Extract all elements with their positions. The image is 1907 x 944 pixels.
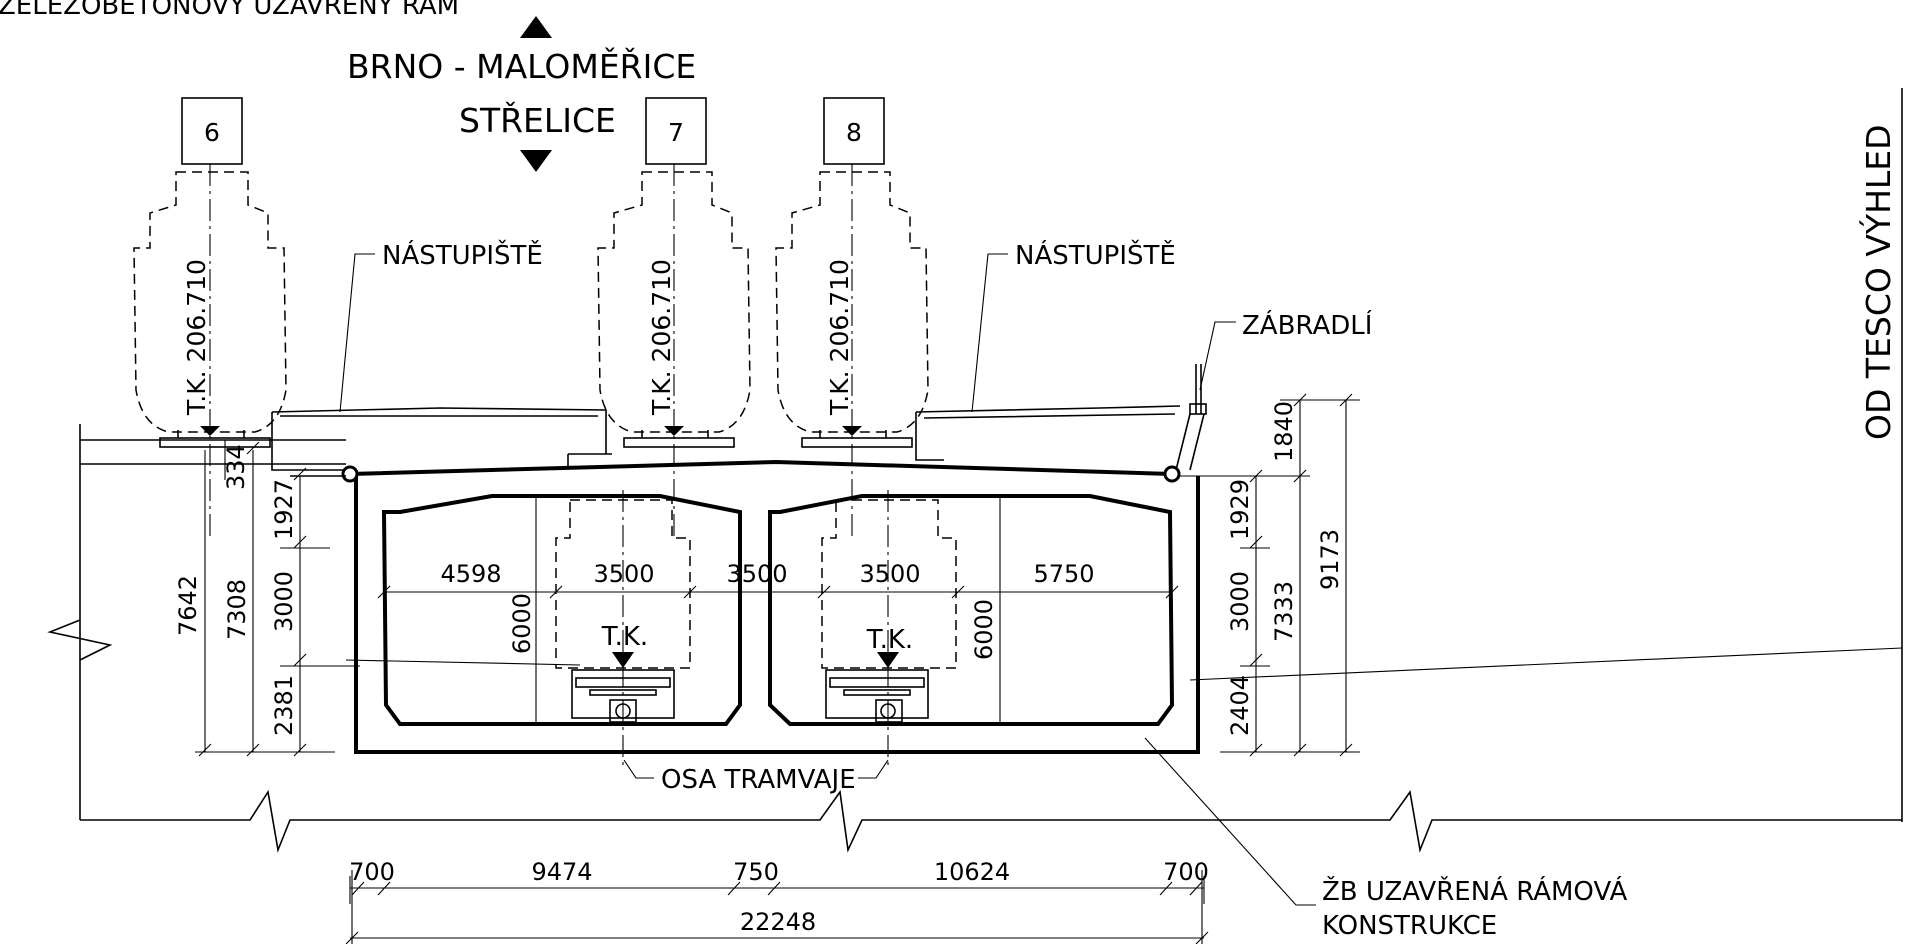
vehicle-gauge-track-7: [597, 164, 751, 540]
left-dim-chains: [195, 440, 360, 757]
track-level-label-7: T.K. 206.710: [647, 259, 676, 416]
dim-9173: 9173: [1316, 529, 1344, 590]
railing-leader: [1199, 321, 1236, 391]
dim-5750: 5750: [1033, 560, 1094, 588]
track-level-label-8: T.K. 206.710: [825, 259, 854, 416]
platform-left: [271, 407, 612, 471]
track-number-label: 6: [204, 118, 220, 147]
track-number-6: 6: [181, 97, 243, 165]
dim-9474: 9474: [531, 858, 592, 886]
dim-1927: 1927: [270, 479, 298, 540]
structure-label-line1: ŽB UZAVŘENÁ RÁMOVÁ: [1322, 875, 1628, 907]
dim-2381: 2381: [270, 675, 298, 736]
arrow-down-icon: [520, 150, 552, 172]
dim-7642: 7642: [174, 575, 202, 636]
drawing-title: ŽELEZOBETONOVÝ UZAVŘENÝ RÁM: [0, 0, 459, 21]
railing: [1175, 364, 1207, 471]
dim-700-left: 700: [349, 858, 395, 886]
dim-700-right: 700: [1163, 858, 1209, 886]
dim-750: 750: [733, 858, 779, 886]
rail-sleepers: [159, 430, 913, 448]
platform-right: [915, 405, 1181, 461]
structure-label-line2: KONSTRUKCE: [1322, 911, 1497, 941]
platform-right-leader: [971, 253, 1008, 413]
dim-334: 334: [222, 444, 250, 490]
vehicle-gauge-track-6: [133, 164, 287, 540]
tram-axis-leader-right: [858, 759, 889, 779]
dim-3500-c: 3500: [859, 560, 920, 588]
vehicle-gauge-track-8: [775, 164, 929, 540]
dim-1840: 1840: [1270, 401, 1298, 462]
track-number-label: 8: [846, 118, 862, 147]
direction-tesco-vyhled: OD TESCO VÝHLED: [1858, 124, 1898, 440]
tram-gauge-left: [555, 490, 691, 770]
tram-gauge-right: [821, 490, 957, 770]
dim-3000-right: 3000: [1226, 571, 1254, 632]
dim-3500-a: 3500: [593, 560, 654, 588]
track-level-marker-icons: [200, 426, 862, 436]
terrain-lines: [47, 424, 1903, 853]
railing-label: ZÁBRADLÍ: [1242, 309, 1372, 341]
concrete-frame: [290, 459, 1200, 754]
dim-6000-right: 6000: [970, 599, 998, 660]
platform-label-left: NÁSTUPIŠTĚ: [382, 239, 543, 271]
dim-10624: 10624: [934, 858, 1010, 886]
interior-dim-line: [377, 496, 1179, 724]
tk-label-left: T.K.: [601, 622, 648, 652]
track-number-7: 7: [645, 97, 707, 165]
bottom-dim-row: [345, 870, 1209, 944]
structure-leader: [1144, 737, 1316, 906]
direction-brno-malomerice: BRNO - MALOMĚŘICE: [347, 46, 696, 86]
platform-left-leader: [339, 253, 375, 413]
dim-7308: 7308: [223, 579, 251, 640]
track-number-8: 8: [823, 97, 885, 165]
track-level-label-6: T.K. 206.710: [182, 259, 211, 416]
arrow-up-icon: [520, 16, 552, 38]
dim-2404: 2404: [1226, 675, 1254, 736]
dim-22248: 22248: [740, 908, 816, 936]
tram-axis-label: OSA TRAMVAJE: [661, 765, 856, 795]
tk-label-right: T.K.: [866, 625, 913, 655]
dim-3000-left: 3000: [270, 571, 298, 632]
dim-7333: 7333: [1270, 581, 1298, 642]
dim-6000-left: 6000: [508, 593, 536, 654]
dim-3500-b: 3500: [726, 560, 787, 588]
platform-label-right: NÁSTUPIŠTĚ: [1015, 239, 1176, 271]
track-number-label: 7: [668, 118, 684, 147]
dim-1929: 1929: [1226, 479, 1254, 540]
right-dim-chains: [1180, 393, 1360, 757]
tram-axis-leader-left: [623, 759, 654, 779]
direction-strelice: STŘELICE: [459, 100, 616, 140]
dim-4598: 4598: [440, 560, 501, 588]
